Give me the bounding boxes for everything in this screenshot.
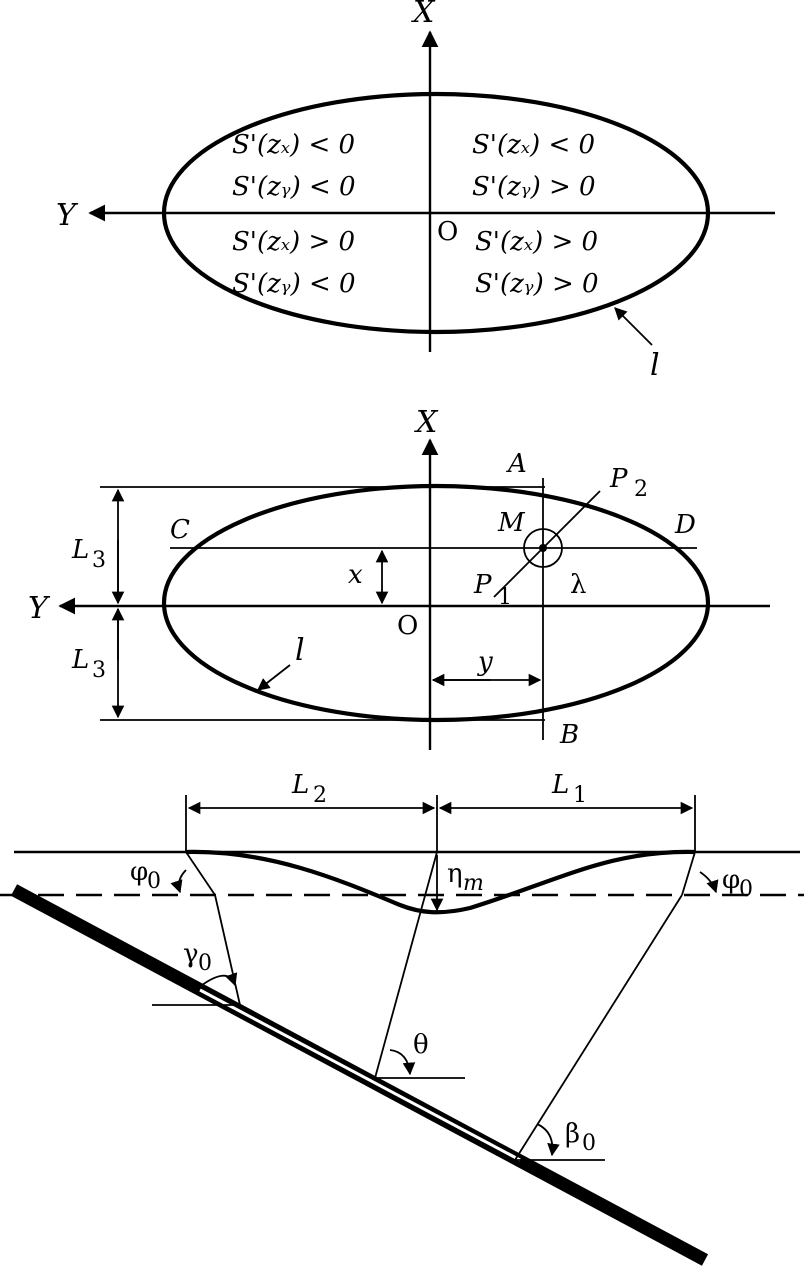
- lambda-label: λ: [570, 570, 586, 600]
- eta-label: η: [447, 859, 463, 889]
- phi-left-label: φ: [130, 857, 148, 887]
- dim-l3-upper-label: L: [71, 535, 89, 565]
- phi-left-subscript: 0: [147, 869, 161, 894]
- top-origin-label: O: [437, 217, 458, 247]
- top-panel: X Y O l S'(zₓ) < 0 S'(zᵧ) < 0 S'(zₓ) < 0…: [56, 0, 775, 383]
- phi-left-arc: [170, 869, 187, 894]
- eta-subscript: m: [463, 871, 484, 896]
- quadrant-lower-right-line1: S'(zₓ) > 0: [475, 227, 598, 257]
- beta-subscript: 0: [582, 1131, 596, 1156]
- quadrant-upper-right-line1: S'(zₓ) < 0: [472, 130, 595, 160]
- quadrant-lower-right-line2: S'(zᵧ) > 0: [475, 269, 599, 299]
- point-c-label: C: [170, 515, 190, 545]
- dim-l3-lower-subscript: 3: [92, 658, 106, 683]
- beta-right-line: [681, 851, 696, 896]
- point-m-circle: [523, 528, 563, 568]
- quadrant-upper-right-line2: S'(zᵧ) > 0: [472, 172, 596, 202]
- point-p1-label: P: [473, 570, 492, 600]
- dim-l3-upper-subscript: 3: [92, 548, 106, 573]
- middle-panel: X Y O l A B C D M P 2 P 1 λ x y L 3 L 3: [28, 405, 770, 750]
- gamma-left-line: [185, 851, 216, 896]
- top-boundary-curve: [161, 91, 711, 335]
- mid-origin-label: O: [397, 611, 418, 641]
- mid-boundary-curve: [161, 483, 711, 723]
- beta-arc: [536, 1123, 560, 1157]
- point-p1-subscript: 1: [498, 585, 512, 610]
- gamma-label: γ: [183, 939, 199, 969]
- theta-label: θ: [413, 1030, 429, 1060]
- top-axis-x-label: X: [411, 0, 436, 30]
- point-p2-subscript: 2: [634, 477, 648, 502]
- coal-seam-inner: [199, 988, 521, 1162]
- beta-label: β: [565, 1119, 580, 1149]
- point-b-label: B: [559, 720, 579, 750]
- dim-l1-label: L: [551, 770, 569, 800]
- dim-l2-label: L: [291, 770, 309, 800]
- dim-x-label: x: [348, 560, 363, 590]
- point-p2-label: P: [609, 464, 628, 494]
- quadrant-upper-left-line2: S'(zᵧ) < 0: [232, 172, 356, 202]
- gamma-arc: [197, 972, 238, 989]
- line-p1-p2: [493, 490, 601, 598]
- gamma-boundary-line: [214, 894, 241, 1006]
- phi-right-subscript: 0: [739, 877, 753, 902]
- point-a-label: A: [506, 449, 527, 479]
- phi-right-arc: [699, 871, 719, 894]
- top-axis-y-label: Y: [56, 198, 79, 233]
- phi-right-label: φ: [722, 865, 740, 895]
- top-curve-label: l: [650, 348, 660, 383]
- quadrant-lower-left-line1: S'(zₓ) > 0: [232, 227, 355, 257]
- mid-curve-pointer: [257, 664, 291, 691]
- quadrant-lower-left-line2: S'(zᵧ) < 0: [232, 269, 356, 299]
- dim-l2-subscript: 2: [313, 783, 327, 808]
- bottom-panel: L 2 L 1 η m φ 0 φ 0 γ 0 θ β 0: [0, 770, 804, 1266]
- theta-line: [374, 851, 438, 1079]
- mid-axis-y-label: Y: [28, 591, 51, 626]
- dim-y-label: y: [477, 647, 493, 677]
- subsidence-trough: [185, 849, 696, 915]
- gamma-subscript: 0: [198, 951, 212, 976]
- quadrant-upper-left-line1: S'(zₓ) < 0: [232, 130, 355, 160]
- beta-boundary-line: [514, 894, 683, 1161]
- dim-l1-subscript: 1: [573, 783, 587, 808]
- mid-axis-x-label: X: [414, 405, 439, 440]
- top-curve-pointer: [614, 307, 653, 346]
- point-m-label: M: [497, 508, 526, 538]
- point-m-dot: [539, 544, 547, 552]
- dim-l3-lower-label: L: [71, 645, 89, 675]
- mid-curve-label: l: [295, 633, 305, 668]
- theta-arc: [389, 1049, 416, 1076]
- point-d-label: D: [674, 510, 696, 540]
